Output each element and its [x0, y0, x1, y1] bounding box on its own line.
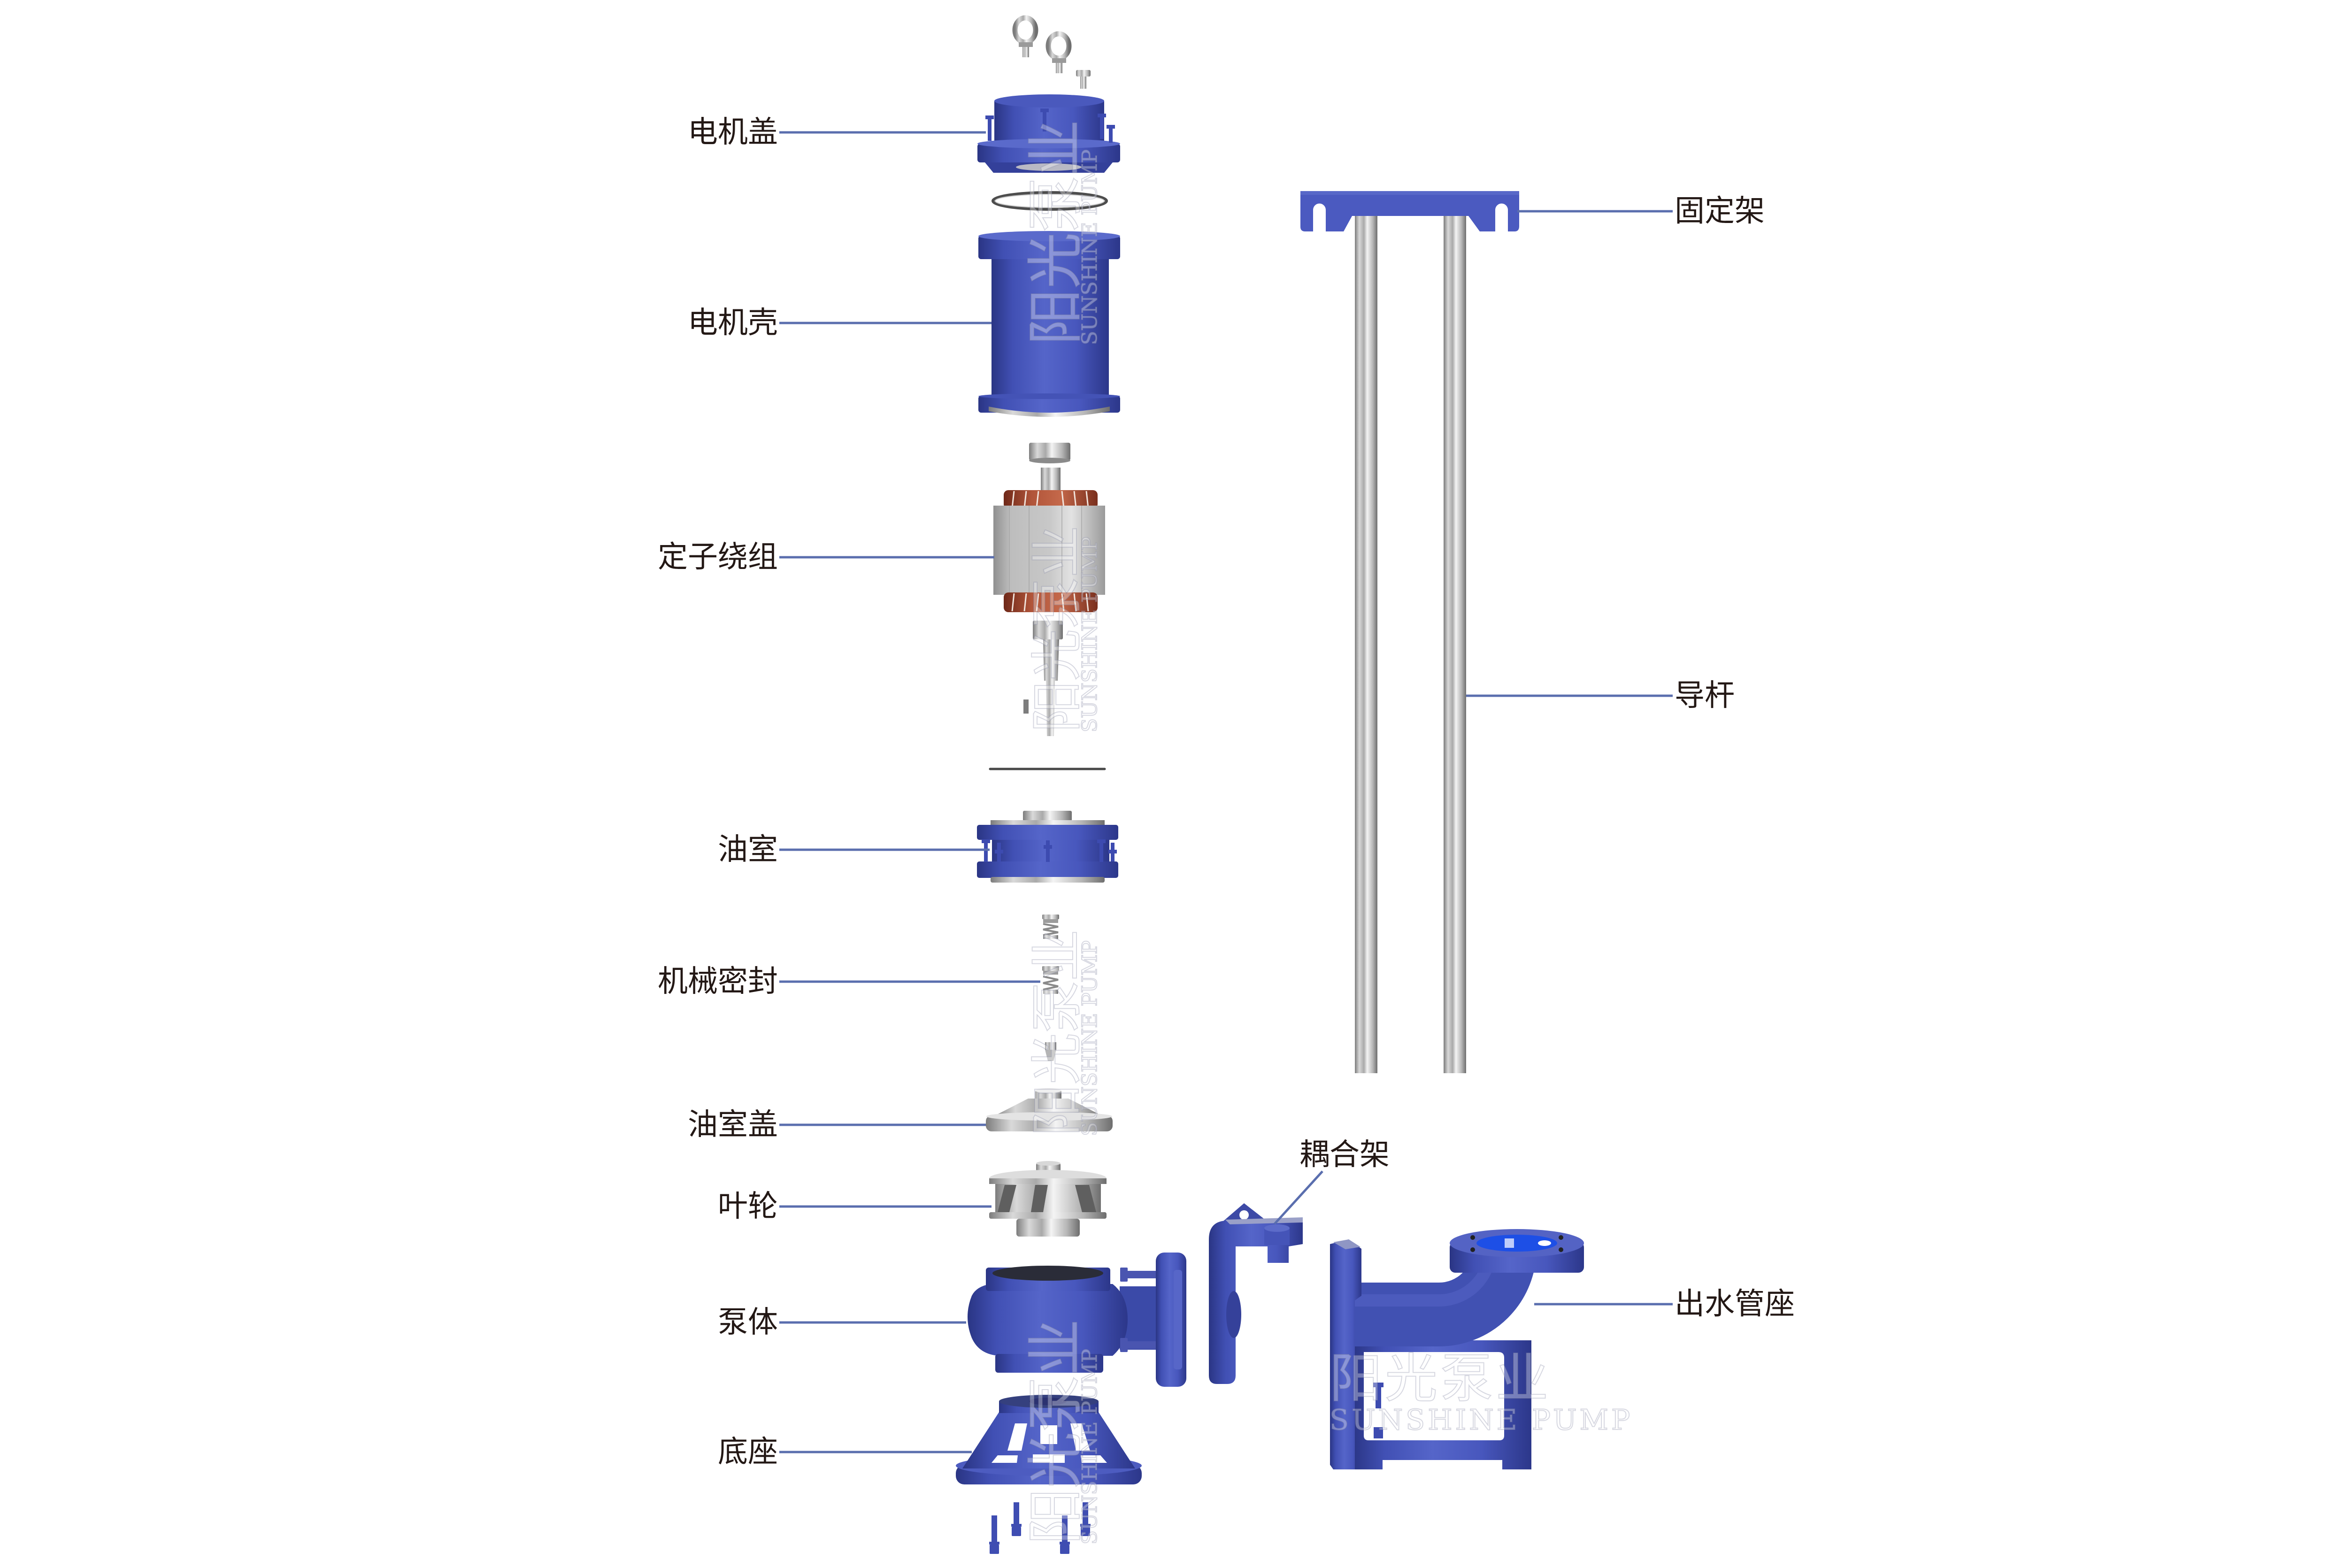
leader-lines — [779, 131, 1673, 1453]
motor-cover — [977, 94, 1120, 173]
label-mechanical-seal: 机械密封 — [658, 964, 778, 999]
label-pump-body: 泵体 — [718, 1305, 778, 1340]
mechanical-seal — [1042, 915, 1059, 1061]
label-base: 底座 — [718, 1435, 778, 1469]
pump-body — [968, 1253, 1186, 1387]
leader-line-coupling-bracket — [1274, 1170, 1323, 1225]
watermark-cn: 阳光泵业 — [1330, 1348, 1551, 1409]
discharge-elbow-seat — [1330, 1229, 1584, 1469]
label-oil-chamber-cover: 油室盖 — [688, 1107, 778, 1142]
watermark-en: SUNSHINE PUMP — [1078, 1349, 1102, 1545]
label-coupling-bracket: 耦合架 — [1299, 1138, 1390, 1172]
watermark-cn: 阳光泵业 — [1027, 526, 1087, 732]
stator-winding-rotor — [993, 443, 1105, 736]
base-stand — [956, 1395, 1142, 1484]
label-stator-winding: 定子绕组 — [658, 540, 778, 575]
guide-rods — [1355, 214, 1466, 1073]
oil-chamber-cover — [986, 1088, 1113, 1131]
watermark-cn: 阳光泵业 — [1023, 1319, 1089, 1545]
watermark-cn: 阳光泵业 — [1023, 120, 1089, 345]
watermark-en: SUNSHINE PUMP — [1078, 940, 1102, 1136]
oil-chamber — [977, 811, 1118, 883]
label-impeller: 叶轮 — [718, 1189, 778, 1224]
watermark-cn: 阳光泵业 — [1027, 930, 1087, 1136]
label-discharge-seat: 出水管座 — [1675, 1287, 1795, 1322]
watermark: 阳光泵业 SUNSHINE PUMP 阳光泵业 SUNSHINE PUMP 阳光… — [1023, 119, 1633, 1545]
o-ring-seal — [992, 191, 1108, 211]
coupling-bracket — [1209, 1203, 1303, 1384]
flange-badge — [1476, 1235, 1557, 1252]
label-motor-housing: 电机壳 — [688, 306, 778, 340]
label-fixing-bracket: 固定架 — [1675, 194, 1765, 229]
base-bolts — [989, 1502, 1091, 1554]
label-motor-cover: 电机盖 — [688, 115, 778, 150]
watermark-en: SUNSHINE PUMP — [1078, 149, 1102, 345]
watermark-en: SUNSHINE PUMP — [1078, 537, 1102, 732]
impeller — [989, 1161, 1107, 1237]
fixing-bracket — [1300, 191, 1519, 231]
label-oil-chamber: 油室 — [718, 832, 778, 867]
watermark-en: SUNSHINE PUMP — [1330, 1404, 1633, 1437]
label-guide-rod: 导杆 — [1675, 678, 1735, 713]
lifting-eyebolts — [1012, 15, 1091, 89]
motor-housing — [978, 231, 1120, 417]
